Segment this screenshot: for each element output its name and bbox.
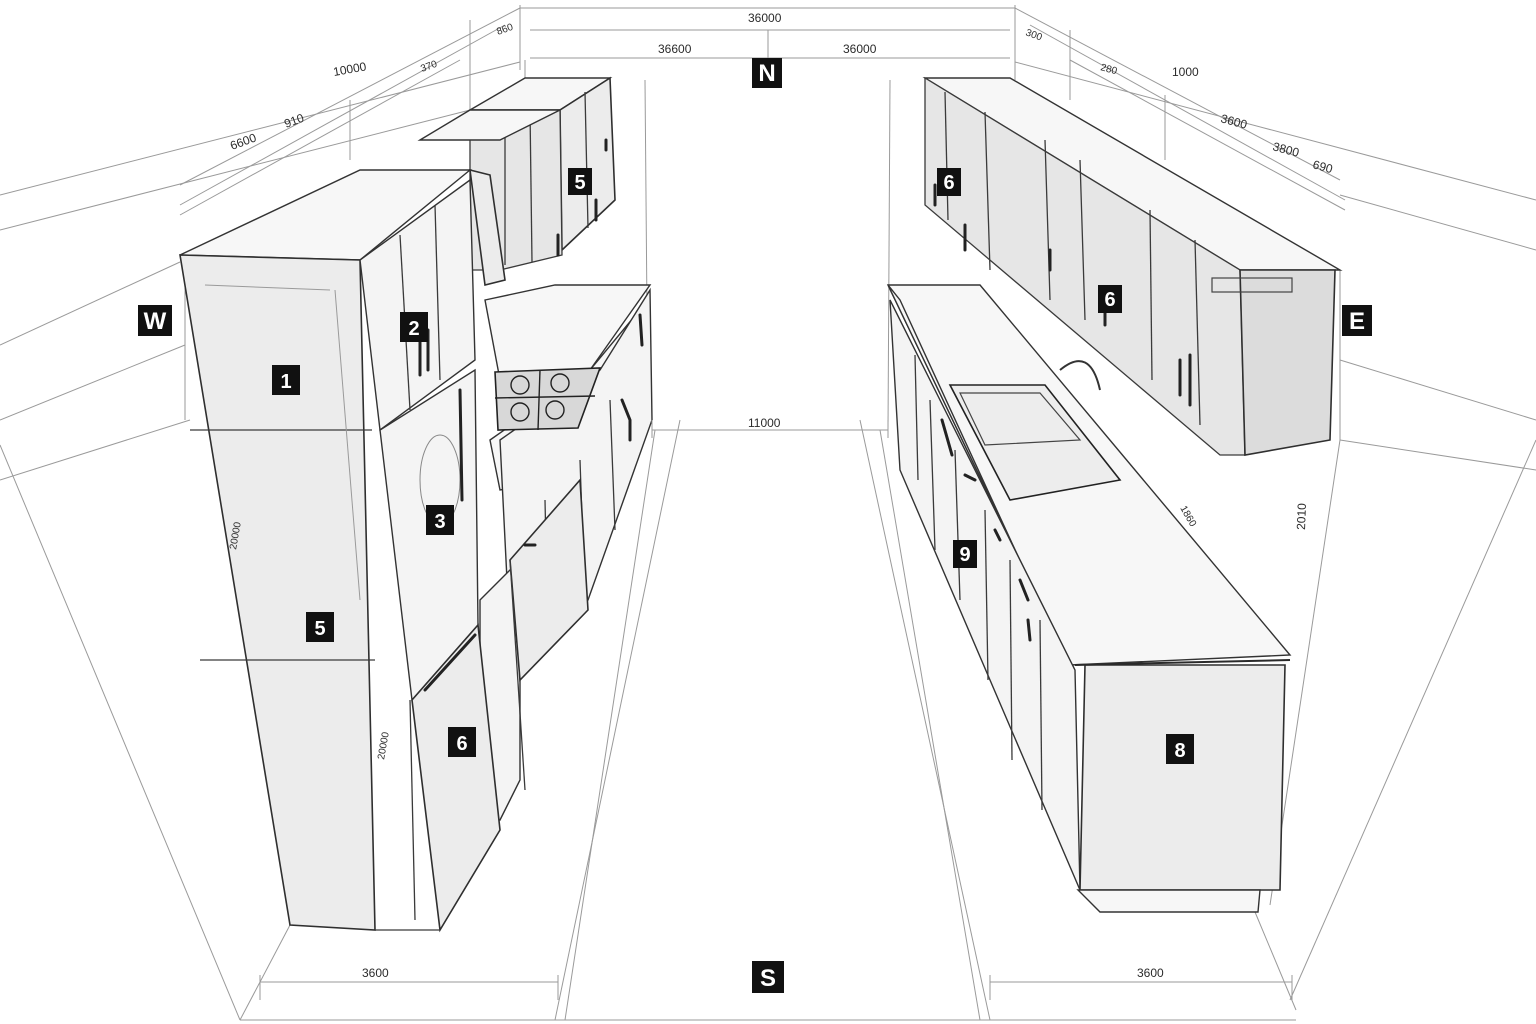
- right-base-run: [886, 284, 1292, 913]
- dim-left-a: 6600: [228, 130, 258, 152]
- tag-upper-cabinet-north-label: 5: [574, 172, 585, 194]
- tag-upper-cabinet-north: 5: [568, 168, 592, 195]
- tag-lower-cabinet-left-label: 6: [456, 733, 467, 755]
- dim-tall-cabinet-height-b: 20000: [376, 731, 392, 761]
- compass-west-label: W: [144, 308, 167, 335]
- cooktop-burners: [494, 369, 596, 431]
- tag-tall-pantry: 1: [272, 365, 300, 395]
- upper-cabinet-left: [359, 178, 476, 432]
- dim-top-left-small-c: 10000: [332, 59, 368, 79]
- tag-end-panel-label: 8: [1174, 740, 1185, 762]
- dim-top-right-small-b: 280: [1099, 62, 1118, 77]
- compass-north: N: [752, 58, 782, 88]
- dimension-lines-top: [179, 5, 1346, 216]
- dim-top-left-small-a: 860: [495, 22, 515, 38]
- compass-east-label: E: [1349, 308, 1365, 335]
- dim-right-a: 3600: [1219, 111, 1249, 132]
- tag-lower-cabinet-left: 6: [448, 727, 476, 757]
- dim-top-right-small-c: 1000: [1172, 65, 1199, 79]
- tag-upper-cabinet-left-label: 2: [408, 318, 419, 340]
- tag-upper-cabinet-east-b-label: 6: [1104, 289, 1115, 311]
- tag-upper-cabinet-east-a-label: 6: [943, 172, 954, 194]
- faucet: [1059, 360, 1101, 391]
- tall-unit-left: [179, 168, 506, 933]
- dim-wall-height: 2010: [1294, 503, 1309, 530]
- dim-top-left: 36600: [658, 42, 692, 56]
- dim-right-c: 690: [1311, 157, 1334, 176]
- aisle-dimension: [651, 420, 889, 438]
- tag-end-panel: 8: [1166, 734, 1194, 764]
- bottom-dimensions: [259, 975, 1293, 1000]
- compass-west: W: [138, 305, 172, 336]
- dim-aisle-width: 11000: [748, 416, 781, 430]
- tag-fridge-door-label: 3: [434, 511, 445, 533]
- dim-tall-cabinet-height: 20000: [228, 521, 244, 551]
- lower-cabinet-left: [411, 623, 501, 933]
- tag-fridge-door: 3: [426, 505, 454, 535]
- tag-tall-pantry-label: 1: [280, 371, 291, 393]
- dim-left-b: 910: [282, 111, 306, 131]
- dim-top-left-small-b: 370: [419, 59, 439, 75]
- dim-top-right: 36000: [843, 42, 877, 56]
- tag-upper-cabinet-east-b: 6: [1098, 285, 1122, 313]
- dim-bottom-left: 3600: [362, 966, 389, 980]
- tag-tall-pantry-lower-label: 5: [314, 618, 325, 640]
- tag-dishwasher-label: 9: [959, 544, 970, 566]
- tag-tall-pantry-lower: 5: [306, 612, 334, 642]
- cooktop: [494, 367, 602, 431]
- compass-south: S: [752, 961, 784, 993]
- tag-dishwasher: 9: [953, 540, 977, 568]
- compass-south-label: S: [760, 965, 776, 992]
- tag-upper-cabinet-left: 2: [400, 312, 428, 342]
- dim-top-overall: 36000: [748, 11, 782, 25]
- compass-east: E: [1342, 305, 1372, 336]
- end-panel: [1079, 664, 1286, 891]
- dim-top-right-small-a: 300: [1024, 27, 1044, 43]
- left-base-run: [479, 284, 653, 821]
- room-outline: [0, 60, 1536, 1021]
- tag-upper-cabinet-east-a: 6: [937, 168, 961, 196]
- east-upper-cabinets: [922, 76, 1343, 456]
- dim-bottom-right: 3600: [1137, 966, 1164, 980]
- tall-pantry-side: [179, 254, 376, 931]
- dim-right-b: 3800: [1271, 139, 1301, 160]
- compass-north-label: N: [758, 60, 775, 87]
